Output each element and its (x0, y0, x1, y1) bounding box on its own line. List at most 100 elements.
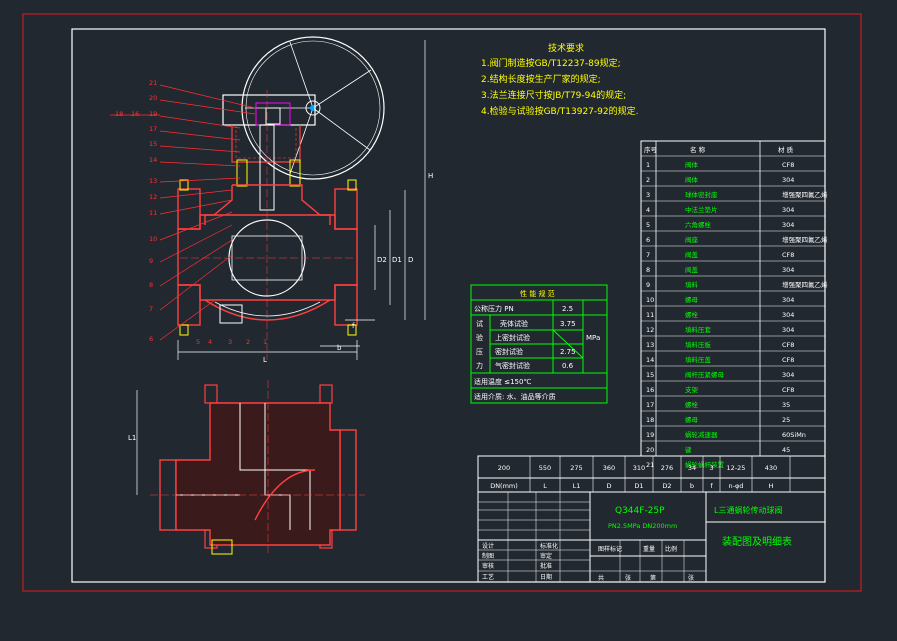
parts-row-name: 阀盖 (685, 265, 699, 274)
parts-row-index: 10 (646, 296, 654, 304)
parts-row-name: 蜗轮减速器 (685, 430, 718, 439)
svg-text:批准: 批准 (540, 562, 552, 570)
parts-row-material: 45 (782, 446, 790, 454)
svg-text:图样标记: 图样标记 (598, 545, 622, 553)
parts-row-index: 8 (646, 266, 650, 274)
l-body (175, 402, 341, 546)
svg-text:审核: 审核 (482, 562, 494, 570)
parts-row-name: 蜗轮蜗杆装置 (685, 460, 725, 469)
svg-text:工艺: 工艺 (482, 573, 494, 581)
parts-row-index: 6 (646, 236, 650, 244)
svg-text:16: 16 (131, 110, 139, 118)
svg-text:张: 张 (688, 574, 694, 582)
note-line: 2.结构长度按生产厂家的规定; (481, 73, 601, 85)
parts-row-index: 16 (646, 386, 654, 394)
parts-row-material: 304 (782, 221, 794, 229)
parts-row-material: CF8 (782, 251, 794, 259)
svg-text:D2: D2 (377, 256, 387, 264)
svg-text:11: 11 (149, 209, 157, 217)
svg-text:0.6: 0.6 (562, 362, 574, 370)
dim-value: 550 (539, 464, 551, 472)
note-line: 1.阀门制造按GB/T12237-89规定; (481, 57, 621, 69)
parts-row-index: 12 (646, 326, 654, 334)
parts-row-index: 21 (646, 461, 654, 469)
parts-row-material: CF8 (782, 356, 794, 364)
svg-text:日期: 日期 (540, 573, 552, 581)
parts-row-name: 支架 (685, 385, 699, 394)
parts-row-name: 螺母 (685, 415, 699, 424)
dim-label: b (690, 482, 694, 490)
dim-value: 430 (765, 464, 777, 472)
parts-row-name: 填料压板 (685, 340, 712, 349)
parts-row-index: 4 (646, 206, 650, 214)
bracket (231, 125, 301, 163)
valve-body (177, 214, 358, 301)
parts-row-index: 9 (646, 281, 650, 289)
parts-row-index: 3 (646, 191, 650, 199)
right-flange-top (334, 188, 358, 230)
svg-text:17: 17 (149, 125, 157, 133)
valve-section-view: 21 20 19 18 16 17 15 14 13 12 11 10 9 8 … (110, 36, 433, 364)
parts-row-index: 1 (646, 161, 650, 169)
svg-text:比例: 比例 (665, 545, 677, 553)
svg-text:性 能 规 范: 性 能 规 范 (520, 289, 555, 298)
svg-text:共: 共 (598, 574, 604, 582)
parts-header-cell: 材 质 (778, 145, 794, 154)
dim-value: 34 (688, 464, 696, 472)
svg-text:适用温度 ≤150℃: 适用温度 ≤150℃ (474, 377, 531, 386)
parts-row-name: 阀盖 (685, 250, 699, 259)
parts-row-material: 304 (782, 266, 794, 274)
parts-row-index: 2 (646, 176, 650, 184)
svg-text:3.75: 3.75 (560, 320, 576, 328)
svg-text:张: 张 (625, 574, 631, 582)
svg-text:f: f (352, 322, 355, 330)
dim-label: DN(mm) (490, 482, 518, 490)
parts-header-cell: 名 称 (690, 145, 706, 154)
svg-text:21: 21 (149, 79, 157, 87)
parts-row-index: 18 (646, 416, 654, 424)
svg-text:气密封试验: 气密封试验 (495, 361, 530, 370)
parts-row-material: 304 (782, 206, 794, 214)
dim-label: D2 (662, 482, 671, 490)
svg-text:PN2.5MPa DN200mm: PN2.5MPa DN200mm (608, 522, 677, 530)
svg-text:12: 12 (149, 193, 157, 201)
svg-text:1: 1 (263, 338, 267, 346)
svg-text:H: H (428, 172, 433, 180)
parts-row-index: 7 (646, 251, 650, 259)
svg-text:L: L (263, 356, 267, 364)
dim-label: n-φd (729, 482, 744, 490)
svg-text:2.75: 2.75 (560, 348, 576, 356)
svg-text:5: 5 (196, 338, 200, 346)
parts-row-index: 17 (646, 401, 654, 409)
parts-row-name: 螺栓 (685, 310, 699, 319)
outer-border (22, 13, 862, 592)
parts-row-material: CF8 (782, 161, 794, 169)
parts-row-name: 阀杆压紧螺母 (685, 370, 725, 379)
svg-text:15: 15 (149, 140, 157, 148)
svg-text:7: 7 (149, 305, 153, 313)
svg-text:14: 14 (149, 156, 157, 164)
svg-text:力: 力 (476, 361, 483, 370)
svg-text:2.5: 2.5 (562, 305, 573, 313)
svg-text:4: 4 (208, 338, 212, 346)
dim-label: D (606, 482, 611, 490)
parts-row-material: CF8 (782, 341, 794, 349)
svg-text:审定: 审定 (540, 552, 552, 560)
parts-row-material: 60SiMn (782, 431, 806, 439)
handwheel-hub (305, 100, 321, 116)
svg-text:上密封试验: 上密封试验 (495, 333, 530, 342)
svg-text:MPa: MPa (586, 334, 600, 342)
svg-text:壳体试验: 壳体试验 (500, 319, 528, 328)
parts-row-material: 35 (782, 401, 790, 409)
svg-text:设计: 设计 (482, 542, 494, 550)
dim-label: L1 (573, 482, 581, 490)
parts-row-material: 25 (782, 416, 790, 424)
parts-row-material: 304 (782, 176, 794, 184)
parts-row-index: 19 (646, 431, 654, 439)
svg-text:制图: 制图 (482, 552, 494, 560)
svg-text:验: 验 (476, 333, 483, 342)
parts-row-name: 螺母 (685, 295, 699, 304)
dim-label: f (710, 482, 713, 490)
